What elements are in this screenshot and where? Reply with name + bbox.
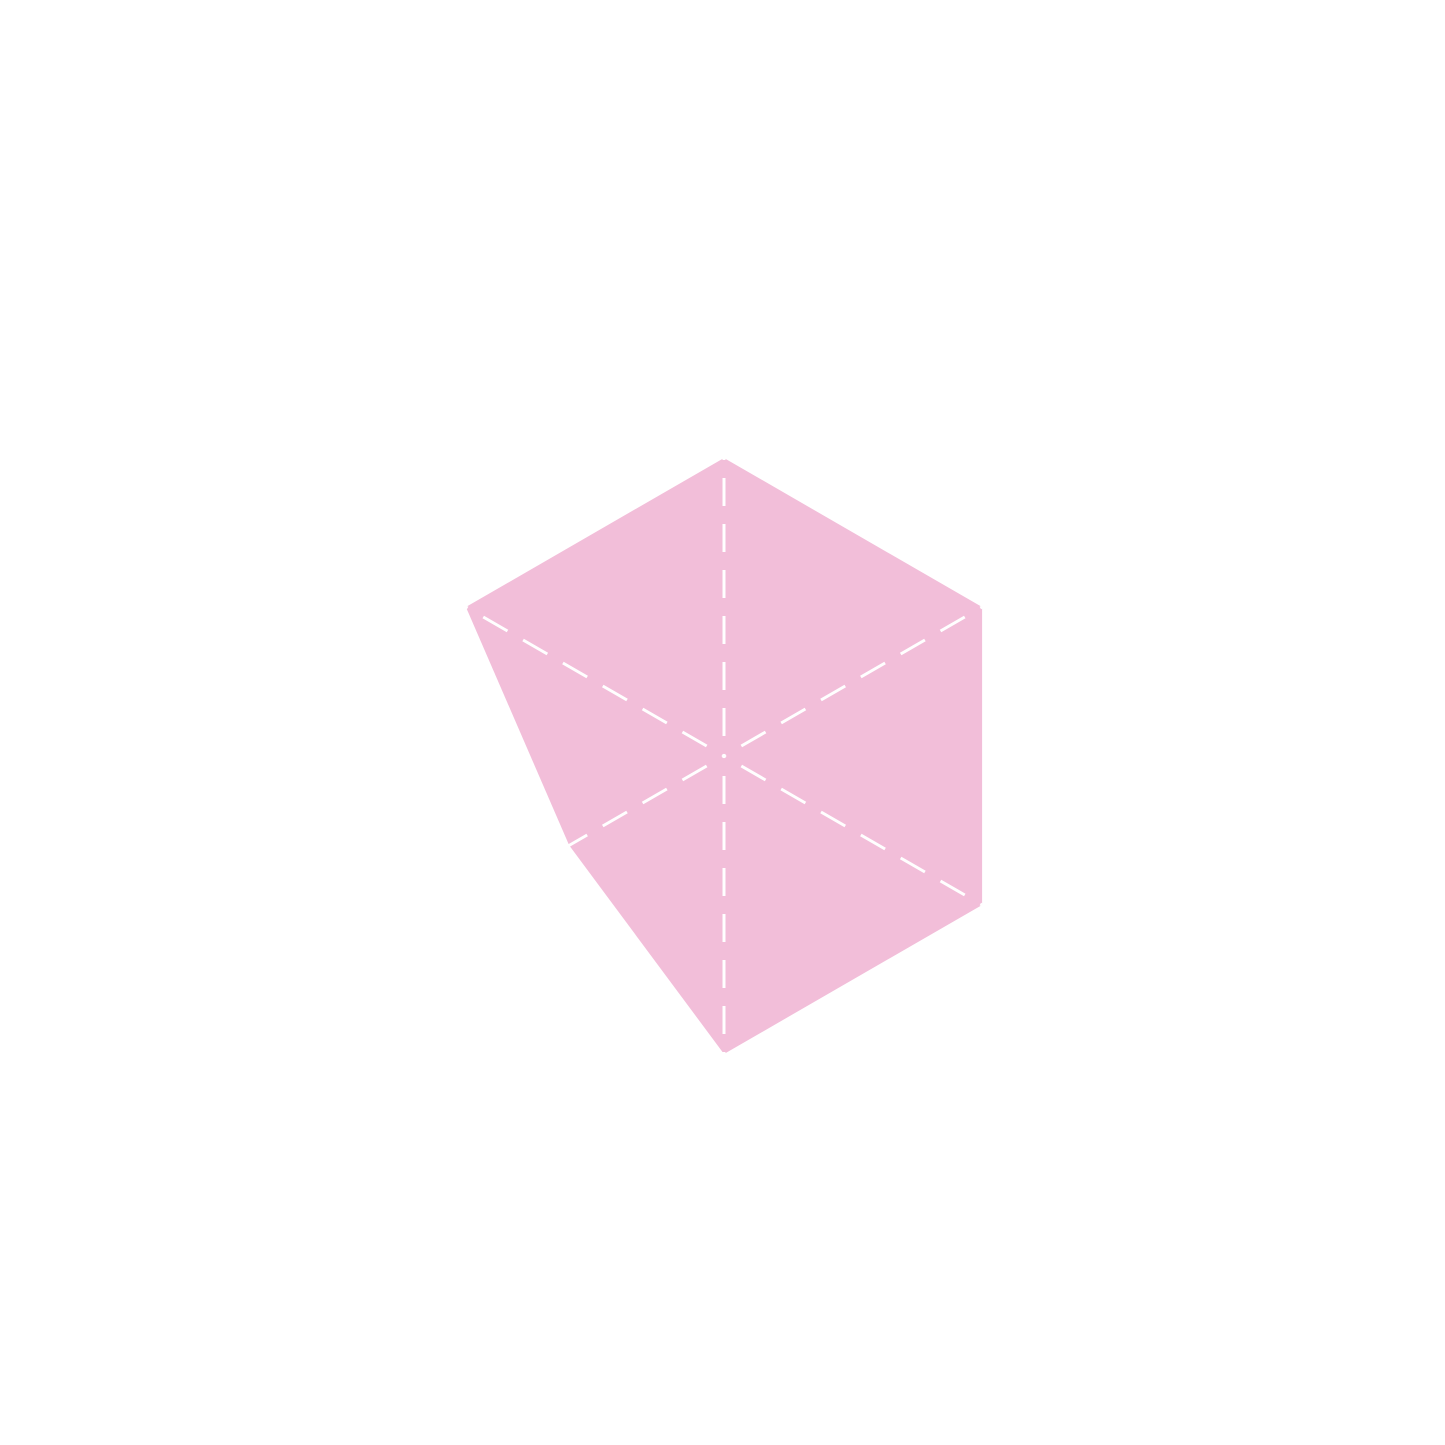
radar-chart bbox=[465, 458, 983, 1054]
radar-chart-svg bbox=[465, 458, 983, 1054]
